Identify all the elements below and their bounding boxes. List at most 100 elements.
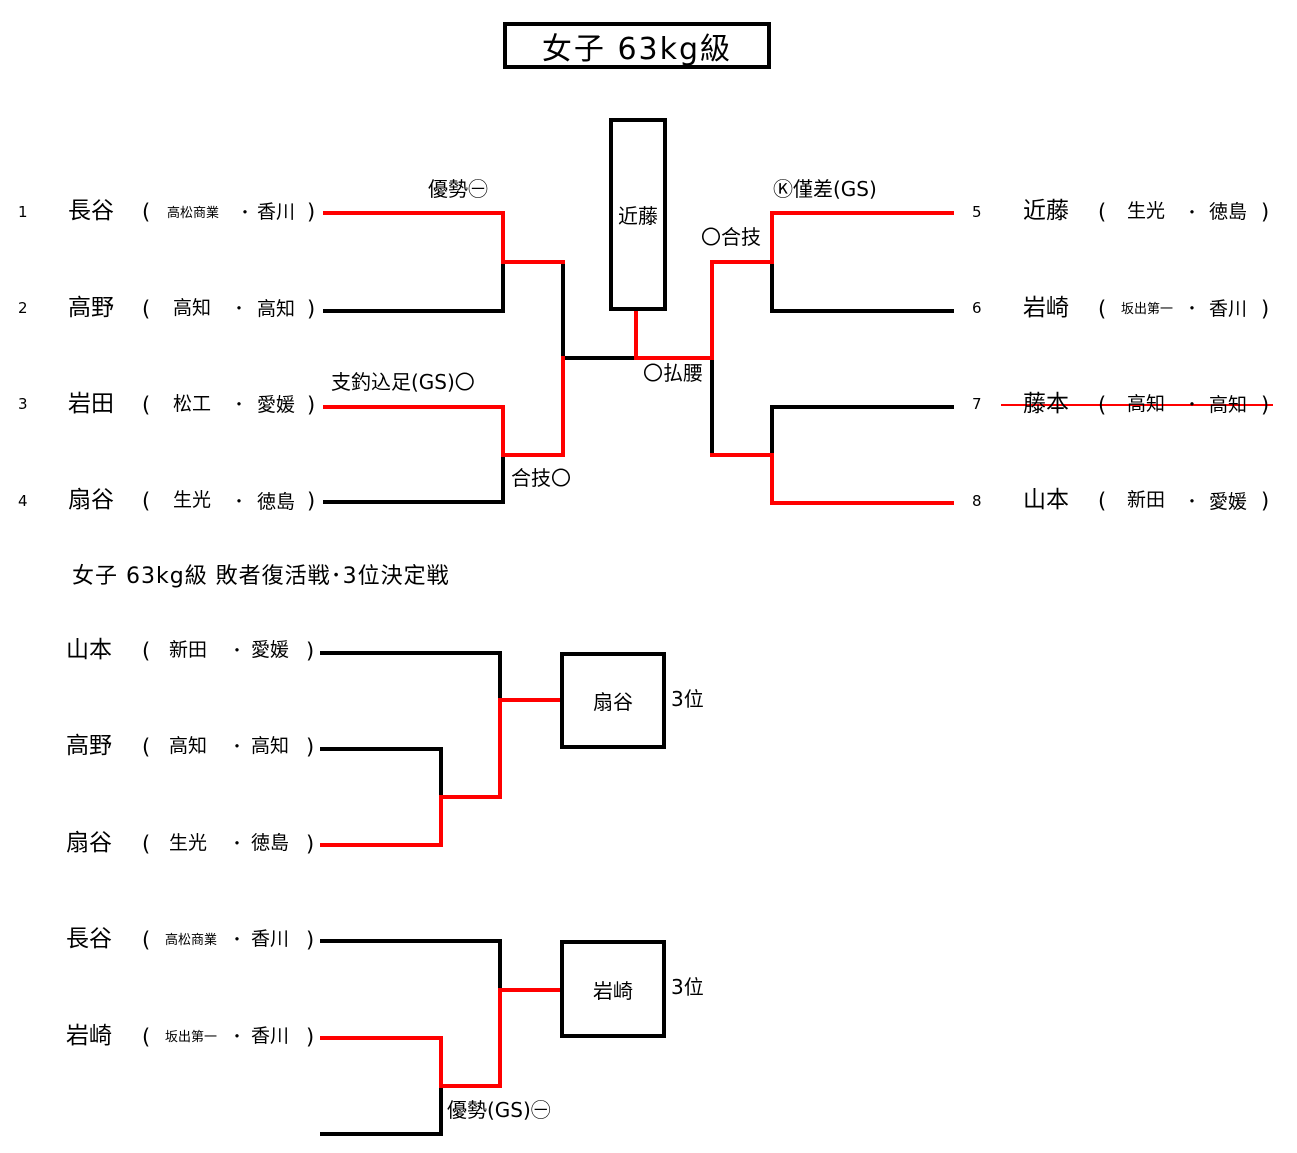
close-paren: ): [307, 200, 316, 224]
open-paren: (: [142, 200, 151, 224]
close-paren: ): [1261, 297, 1270, 321]
prefecture: 高知: [257, 298, 296, 320]
winner-line: [320, 698, 562, 847]
place-label: 3位: [671, 975, 704, 999]
third-place-box: 扇谷: [560, 652, 666, 749]
match-result: 〇払腰: [643, 361, 703, 385]
open-paren: (: [142, 735, 151, 759]
school-name: 高松商業: [165, 933, 218, 948]
prefecture: 香川: [257, 201, 296, 223]
school-name: 生光: [169, 832, 208, 854]
bracket-line: [320, 1084, 443, 1136]
match-result: Ⓚ僅差(GS): [773, 177, 877, 201]
seed-number: 1: [18, 203, 28, 221]
prefecture: 徳島: [1209, 201, 1248, 223]
separator: ・: [229, 1027, 246, 1046]
prefecture: 徳島: [257, 491, 296, 513]
close-paren: ): [1261, 200, 1270, 224]
prefecture: 高知: [251, 735, 290, 757]
champion-name: 近藤: [618, 204, 658, 228]
bracket-line: [320, 651, 502, 702]
close-paren: ): [306, 639, 315, 663]
winner-line: [323, 211, 565, 264]
open-paren: (: [142, 832, 151, 856]
page-title: 女子 63kg級: [503, 22, 771, 69]
separator: ・: [229, 834, 246, 853]
seed-number: 4: [18, 492, 28, 510]
athlete-name: 山本: [66, 637, 112, 663]
school-name: 高知: [1127, 393, 1166, 415]
athlete-name: 高野: [68, 295, 114, 321]
separator: ・: [231, 492, 248, 511]
prefecture: 徳島: [251, 832, 290, 854]
bracket-line: [323, 260, 505, 313]
school-name: 坂出第一: [165, 1030, 218, 1045]
open-paren: (: [142, 928, 151, 952]
champion-box: 近藤: [609, 118, 667, 311]
school-name: 高松商業: [167, 206, 220, 221]
third-place-name: 扇谷: [593, 690, 633, 714]
repechage-title: 女子 63kg級 敗者復活戦･3位決定戦: [72, 564, 450, 589]
athlete-name: 岩田: [68, 391, 114, 417]
open-paren: (: [142, 639, 151, 663]
athlete-name: 扇谷: [66, 830, 112, 856]
seed-number: 7: [972, 395, 982, 413]
close-paren: ): [307, 393, 316, 417]
open-paren: (: [1098, 489, 1107, 513]
athlete-name: 高野: [66, 733, 112, 759]
match-result: 優勢(GS)㊀: [447, 1098, 551, 1122]
separator: ・: [1184, 299, 1201, 318]
open-paren: (: [142, 393, 151, 417]
open-paren: (: [142, 297, 151, 321]
winner-line: [323, 356, 565, 457]
seed-number: 5: [972, 203, 982, 221]
separator: ・: [1184, 203, 1201, 222]
separator: ・: [229, 930, 246, 949]
athlete-name: 長谷: [68, 198, 114, 224]
prefecture: 香川: [251, 928, 290, 950]
separator: ・: [231, 299, 248, 318]
close-paren: ): [307, 489, 316, 513]
open-paren: (: [1098, 200, 1107, 224]
school-name: 新田: [1127, 489, 1166, 511]
bracket-line: [320, 747, 443, 799]
prefecture: 高知: [1209, 394, 1248, 416]
school-name: 生光: [1127, 200, 1166, 222]
bracket-line: [323, 453, 505, 504]
prefecture: 香川: [1209, 298, 1248, 320]
athlete-name: 山本: [1023, 487, 1069, 513]
bracket-line: [770, 260, 954, 313]
bracket-line: [770, 405, 954, 457]
separator: ・: [231, 395, 248, 414]
open-paren: (: [142, 489, 151, 513]
winner-line: [320, 988, 562, 1088]
match-result: 支釣込足(GS)〇: [331, 370, 475, 394]
place-label: 3位: [671, 687, 704, 711]
school-name: 坂出第一: [1121, 302, 1174, 317]
athlete-name: 岩崎: [1023, 295, 1069, 321]
seed-number: 6: [972, 299, 982, 317]
match-result: 〇合技: [701, 225, 761, 249]
separator: ・: [1184, 395, 1201, 414]
seed-number: 3: [18, 395, 28, 413]
school-name: 高知: [169, 735, 208, 757]
match-result: 合技〇: [511, 466, 571, 490]
close-paren: ): [306, 735, 315, 759]
separator: ・: [229, 641, 246, 660]
separator: ・: [237, 203, 254, 222]
winner-line: [634, 308, 714, 360]
open-paren: (: [1098, 393, 1107, 417]
school-name: 生光: [173, 489, 212, 511]
close-paren: ): [1261, 489, 1270, 513]
separator: ・: [1184, 492, 1201, 511]
separator: ・: [229, 737, 246, 756]
seed-number: 8: [972, 492, 982, 510]
close-paren: ): [1261, 393, 1270, 417]
close-paren: ): [306, 832, 315, 856]
athlete-name: 長谷: [66, 926, 112, 952]
athlete-name: 扇谷: [68, 487, 114, 513]
prefecture: 愛媛: [1209, 491, 1248, 513]
close-paren: ): [306, 928, 315, 952]
close-paren: ): [307, 297, 316, 321]
